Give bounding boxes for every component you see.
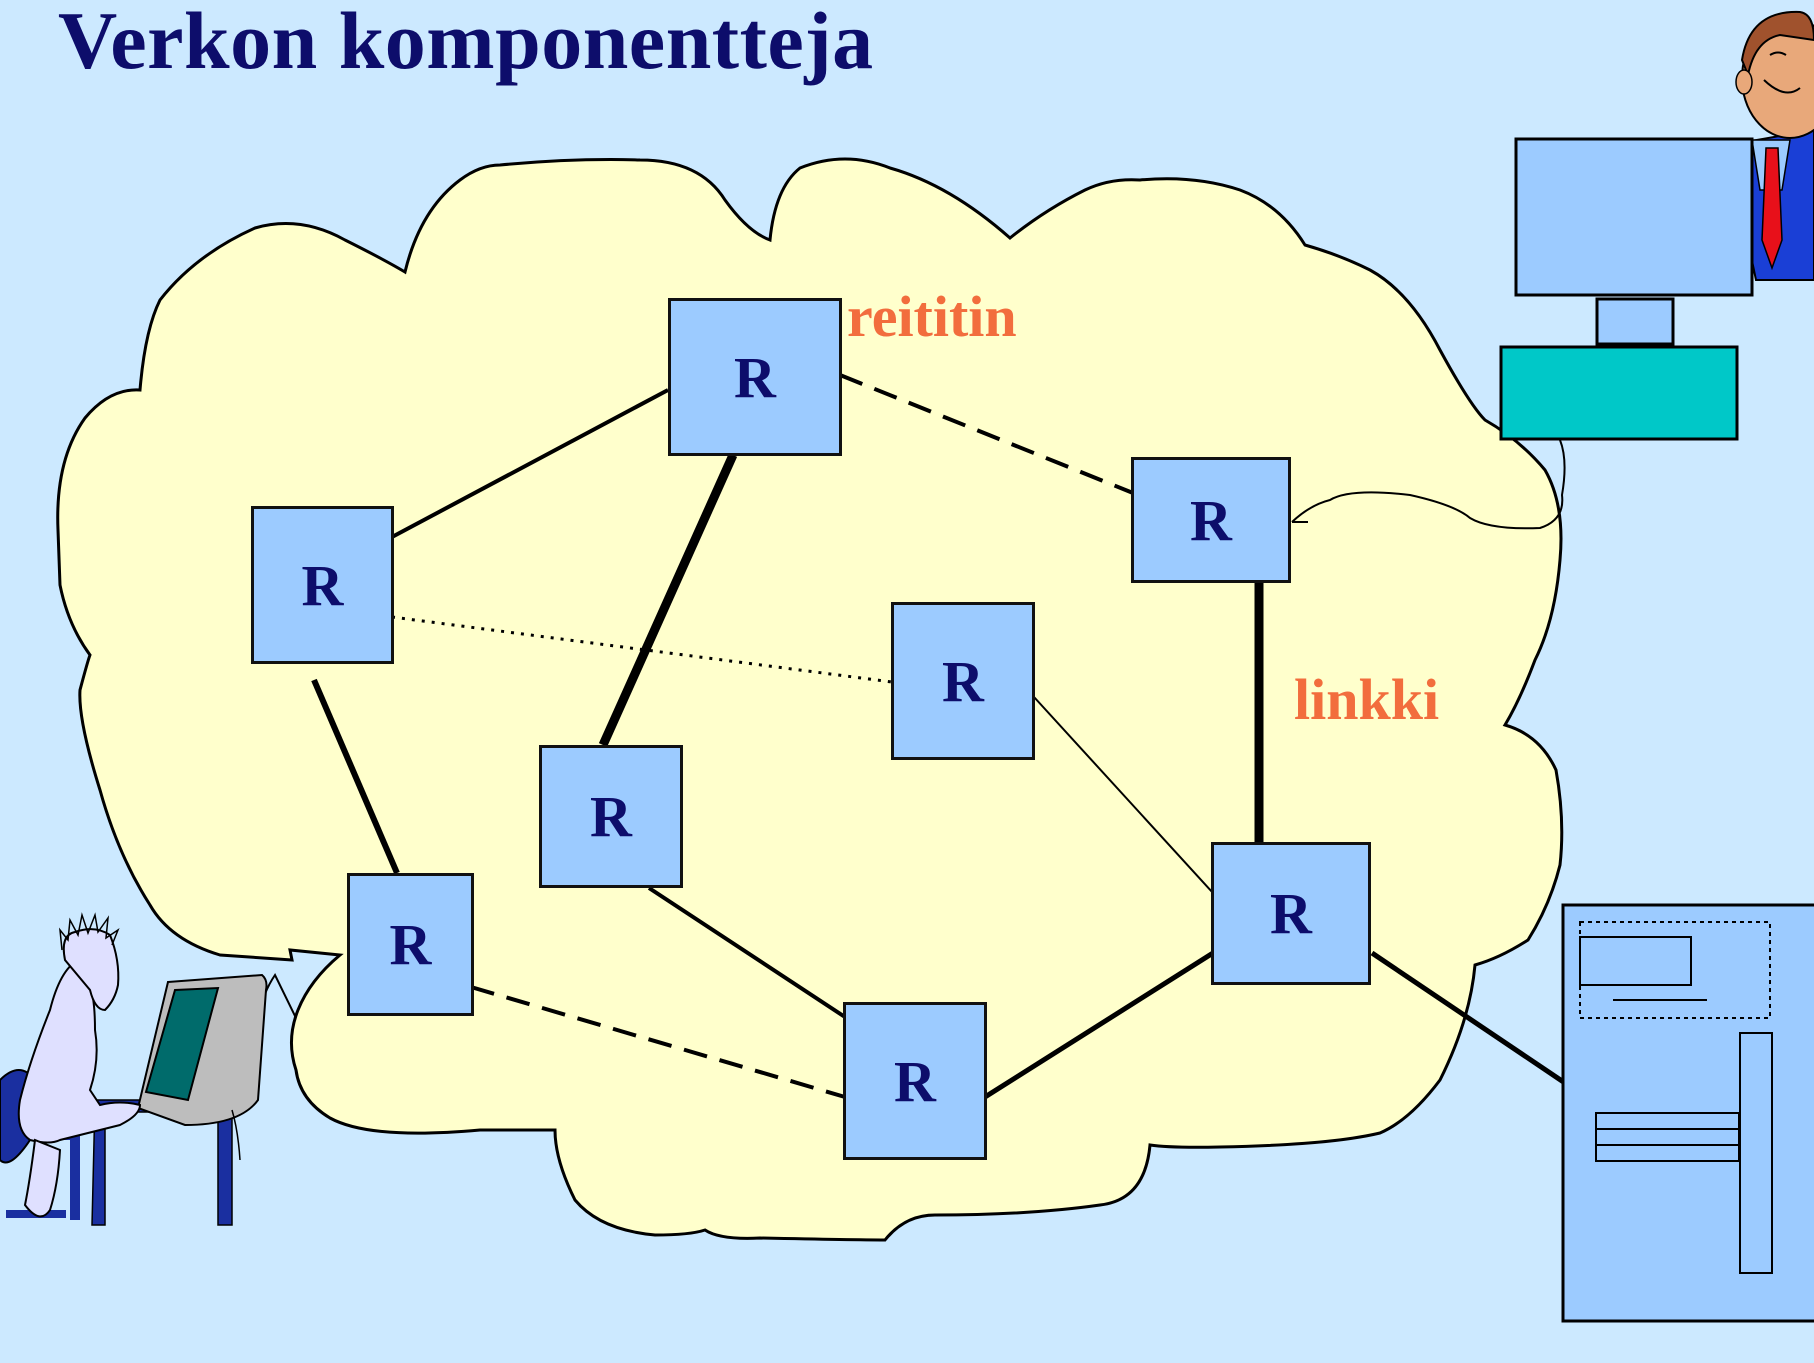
router-bottom-left: R [347, 873, 474, 1016]
router-bottom-center: R [843, 1002, 987, 1160]
link-line [1033, 696, 1214, 894]
link-line [391, 615, 893, 684]
link-line [391, 388, 669, 539]
person-at-computer-icon [0, 912, 268, 1226]
link-label: linkki [1294, 667, 1440, 732]
router-bottom-right: R [1211, 842, 1371, 985]
link-line [647, 886, 847, 1019]
link-line [311, 678, 400, 875]
router-left: R [251, 506, 394, 664]
router-middle-left: R [539, 745, 683, 888]
router-top: R [668, 298, 842, 456]
link-line [839, 373, 1134, 495]
router-label: reititin [847, 284, 1017, 349]
router-right: R [1131, 457, 1291, 583]
link-line [1370, 950, 1567, 1086]
desktop-computer-icon [1499, 137, 1754, 441]
router-center: R [891, 602, 1035, 760]
link-line [983, 950, 1215, 1100]
link-line [598, 453, 738, 747]
links [311, 373, 1567, 1100]
link-line [470, 985, 846, 1099]
server-tower-icon [1561, 903, 1814, 1323]
page-title: Verkon komponentteja [58, 0, 874, 86]
